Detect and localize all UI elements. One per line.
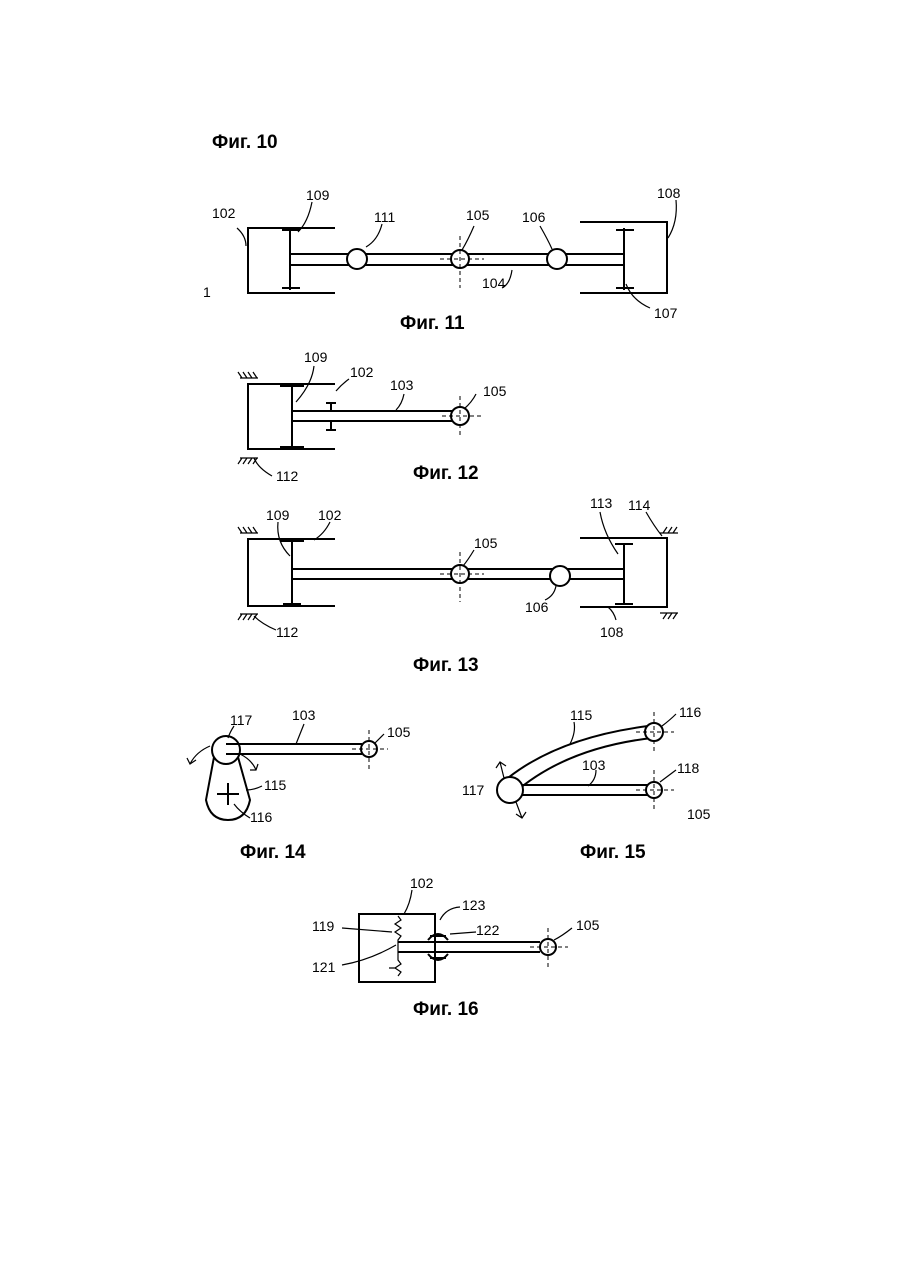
figure-14-drawing: 117 103 105 115 116 [187, 707, 411, 825]
label-109: 109 [266, 507, 290, 523]
label-117: 117 [230, 712, 253, 728]
label-112: 112 [276, 624, 299, 640]
label-118: 118 [677, 760, 700, 776]
label-109: 109 [306, 187, 330, 203]
label-115: 115 [570, 707, 593, 723]
label-102: 102 [350, 364, 374, 380]
label-105: 105 [576, 917, 600, 933]
figure-13-drawing: 109 102 105 113 114 106 112 108 [238, 495, 678, 640]
label-106: 106 [525, 599, 549, 615]
label-106: 106 [522, 209, 546, 225]
label-122: 122 [476, 922, 500, 938]
label-116: 116 [250, 809, 273, 825]
label-102: 102 [212, 205, 236, 221]
figure-12-drawing: 109 102 103 105 112 [238, 349, 507, 484]
label-112: 112 [276, 468, 299, 484]
figure-11-drawing: 102 109 111 105 106 108 104 107 1 [203, 185, 681, 321]
label-109: 109 [304, 349, 328, 365]
label-104: 104 [482, 275, 506, 291]
label-116: 116 [679, 704, 702, 720]
label-105: 105 [387, 724, 411, 740]
label-105: 105 [466, 207, 490, 223]
label-1: 1 [203, 284, 211, 300]
label-103: 103 [582, 757, 606, 773]
figure-16-drawing: 102 123 119 122 105 121 [312, 875, 600, 982]
label-114: 114 [628, 497, 651, 513]
label-123: 123 [462, 897, 486, 913]
label-117: 117 [462, 782, 485, 798]
label-103: 103 [292, 707, 316, 723]
label-105: 105 [687, 806, 711, 822]
label-102: 102 [318, 507, 342, 523]
label-113: 113 [590, 495, 613, 511]
label-105: 105 [483, 383, 507, 399]
label-115: 115 [264, 777, 287, 793]
label-108: 108 [657, 185, 681, 201]
label-105: 105 [474, 535, 498, 551]
figure-15-drawing: 115 116 103 118 117 105 [462, 704, 711, 822]
label-107: 107 [654, 305, 678, 321]
label-121: 121 [312, 959, 336, 975]
label-119: 119 [312, 918, 335, 934]
label-108: 108 [600, 624, 624, 640]
label-102: 102 [410, 875, 434, 891]
label-103: 103 [390, 377, 414, 393]
label-111: 111 [374, 209, 395, 225]
